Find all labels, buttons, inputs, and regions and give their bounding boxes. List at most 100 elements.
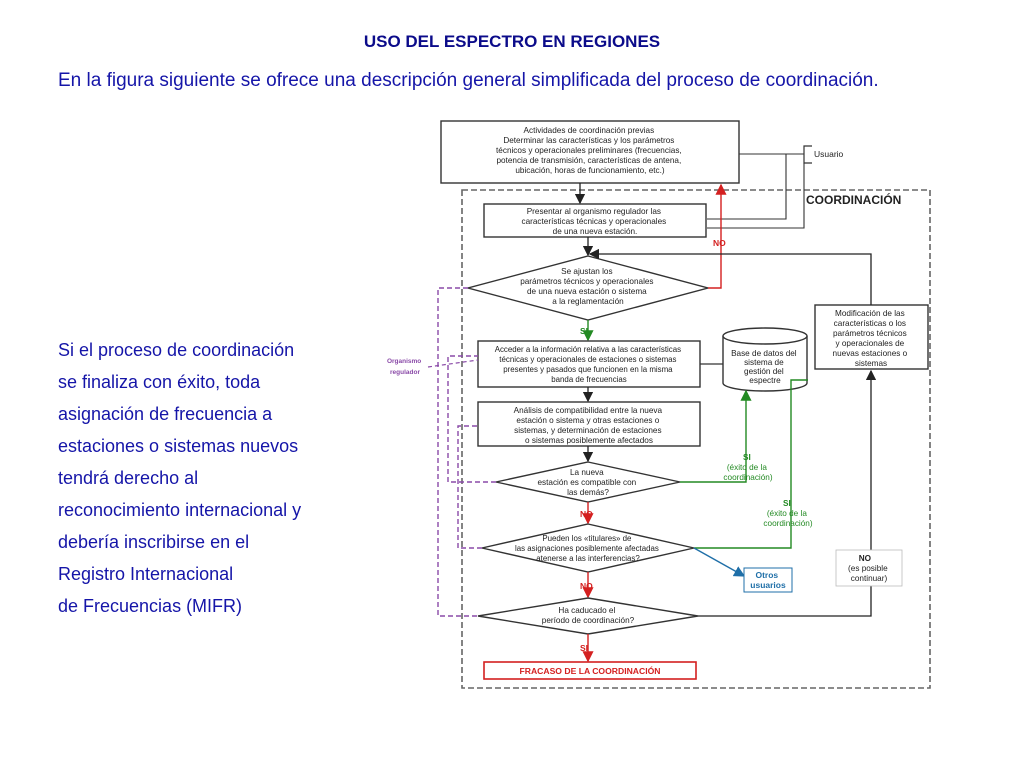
si-exito-path-1 [680,389,752,483]
decision-compatible-text: La nueva estación es compatible con las … [537,468,638,497]
slide-subtitle: En la figura siguiente se ofrece una des… [58,70,879,91]
decision-caducado-line: Ha caducado el [558,606,615,615]
otros-usuarios-box [743,567,793,593]
si-exito-label-1: SI (éxito de la coordinación) [723,453,772,482]
prev-activities-line: ubicación, horas de funcionamiento, etc.… [515,166,665,175]
no-continue-line: (es posible [848,564,888,573]
decision-caducado-text: Ha caducado el período de coordinación? [542,606,635,625]
si-exito-line: SI [743,453,751,462]
decision-ajustan-line: a la reglamentación [552,297,624,306]
analysis-text: Análisis de compatibilidad entre la nuev… [514,406,665,445]
database-text: Base de datos del sistema de gestión del… [731,349,799,385]
database-top [722,327,808,345]
analysis-box [477,401,701,447]
si-exito-line: (éxito de la [727,463,767,472]
decision-ajustan-line: Se ajustan los [561,267,612,276]
no-continue-box [835,549,903,587]
label-si-1: SI [580,326,588,336]
prev-activities-line: Determinar las características y los par… [503,136,674,145]
analysis-line: o sistemas posiblemente afectados [525,436,653,445]
body-line: se finaliza con éxito, toda [58,372,261,392]
database-line: gestión del [744,367,784,376]
prev-activities-line: Actividades de coordinación previas [524,126,655,135]
analysis-line: sistemas, y determinación de estaciones [514,426,661,435]
modification-line: Modificación de las [835,309,905,318]
decision-ajustan-text: Se ajustan los parámetros técnicos y ope… [520,267,656,306]
label-no-2: NO [580,509,593,519]
label-si-2: SI [580,643,588,653]
decision-compatible-line: estación es compatible con [537,478,636,487]
modification-line: y operacionales de [835,339,904,348]
organismo-line: regulador [390,369,420,376]
coordination-label: COORDINACIÓN [806,192,901,207]
no-path-red [708,183,727,289]
body-line: estaciones o sistemas nuevos [58,436,299,456]
database-line: espectre [749,376,781,385]
body-line: Si el proceso de coordinación [58,340,295,360]
si-exito-line: SI [783,499,791,508]
analysis-line: estación o sistema y otras estaciones o [516,416,659,425]
coordination-flowchart: COORDINACIÓN Actividades de coordinación… [387,120,931,689]
si-exito-path-2 [694,379,808,549]
present-line: características técnicas y operacionales [522,217,667,226]
usuario-connector [707,163,805,229]
label-no-1: NO [713,238,726,248]
decision-titulares-text: Pueden los «titulares» de las asignacion… [515,534,661,563]
modification-line: sistemas [855,359,887,368]
database-line: sistema de [744,358,784,367]
usuario-label: Usuario [814,149,844,159]
otros-usuarios-line: Otros [755,570,778,580]
otros-usuarios-arrow [693,547,746,577]
organismo-connector [427,359,479,368]
label-no-3: NO [580,581,593,591]
no-continue-path [698,369,877,617]
si-exito-line: coordinación) [763,519,812,528]
fracaso-text: FRACASO DE LA COORDINACIÓN [520,665,661,676]
no-continue-text: NO (es posible continuar) [848,554,890,583]
organismo-label: Organismo regulador [387,358,423,376]
access-line: banda de frecuencias [551,375,627,384]
coordination-frame [461,189,931,689]
body-text: Si el proceso de coordinación se finaliz… [58,334,388,622]
access-line: técnicas y operacionales de estaciones o… [499,355,676,364]
body-line: reconocimiento internacional y [58,500,302,520]
present-line: de una nueva estación. [553,227,638,236]
body-line: Registro Internacional [58,564,234,584]
usuario-bracket [803,145,812,164]
decision-compatible-line: La nueva [570,468,604,477]
body-line: de Frecuencias (MIFR) [58,596,243,616]
modification-line: características o los [834,319,906,328]
si-exito-line: coordinación) [723,473,772,482]
fracaso-box [483,661,697,680]
modification-line: nuevas estaciones o [833,349,908,358]
decision-ajustan-line: de una nueva estación o sistema [527,287,647,296]
decision-ajustan-line: parámetros técnicos y operacionales [520,277,653,286]
modification-loop [588,248,872,305]
decision-titulares-line: las asignaciones posiblemente afectadas [515,544,659,553]
access-text: Acceder a la información relativa a las … [495,345,684,384]
body-line: tendrá derecho al [58,468,199,488]
prev-activities-line: técnicos y operacionales preliminares (f… [496,146,682,155]
no-continue-line: NO [859,554,872,563]
access-line: Acceder a la información relativa a las … [495,345,681,354]
present-box [483,203,707,238]
otros-usuarios-text: Otros usuarios [750,570,786,590]
modification-line: parámetros técnicos [833,329,907,338]
body-line: debería inscribirse en el [58,532,250,552]
organismo-line: Organismo [387,358,421,365]
database-cylinder [722,336,808,392]
no-continue-line: continuar) [851,574,888,583]
decision-titulares-line: atenerse a las interferencias? [536,554,640,563]
decision-titulares-line: Pueden los «titulares» de [542,534,632,543]
body-line: asignación de frecuencia a [58,404,273,424]
database-line: Base de datos del [731,349,797,358]
si-exito-line: (éxito de la [767,509,807,518]
otros-usuarios-line: usuarios [750,580,786,590]
present-text: Presentar al organismo regulador las car… [522,207,669,236]
analysis-line: Análisis de compatibilidad entre la nuev… [514,406,663,415]
usuario-connector [707,154,787,220]
modification-text: Modificación de las características o lo… [833,309,910,368]
prev-activities-text: Actividades de coordinación previas Dete… [496,126,684,175]
slide-title: USO DEL ESPECTRO EN REGIONES [363,32,661,51]
modification-box [814,304,929,370]
